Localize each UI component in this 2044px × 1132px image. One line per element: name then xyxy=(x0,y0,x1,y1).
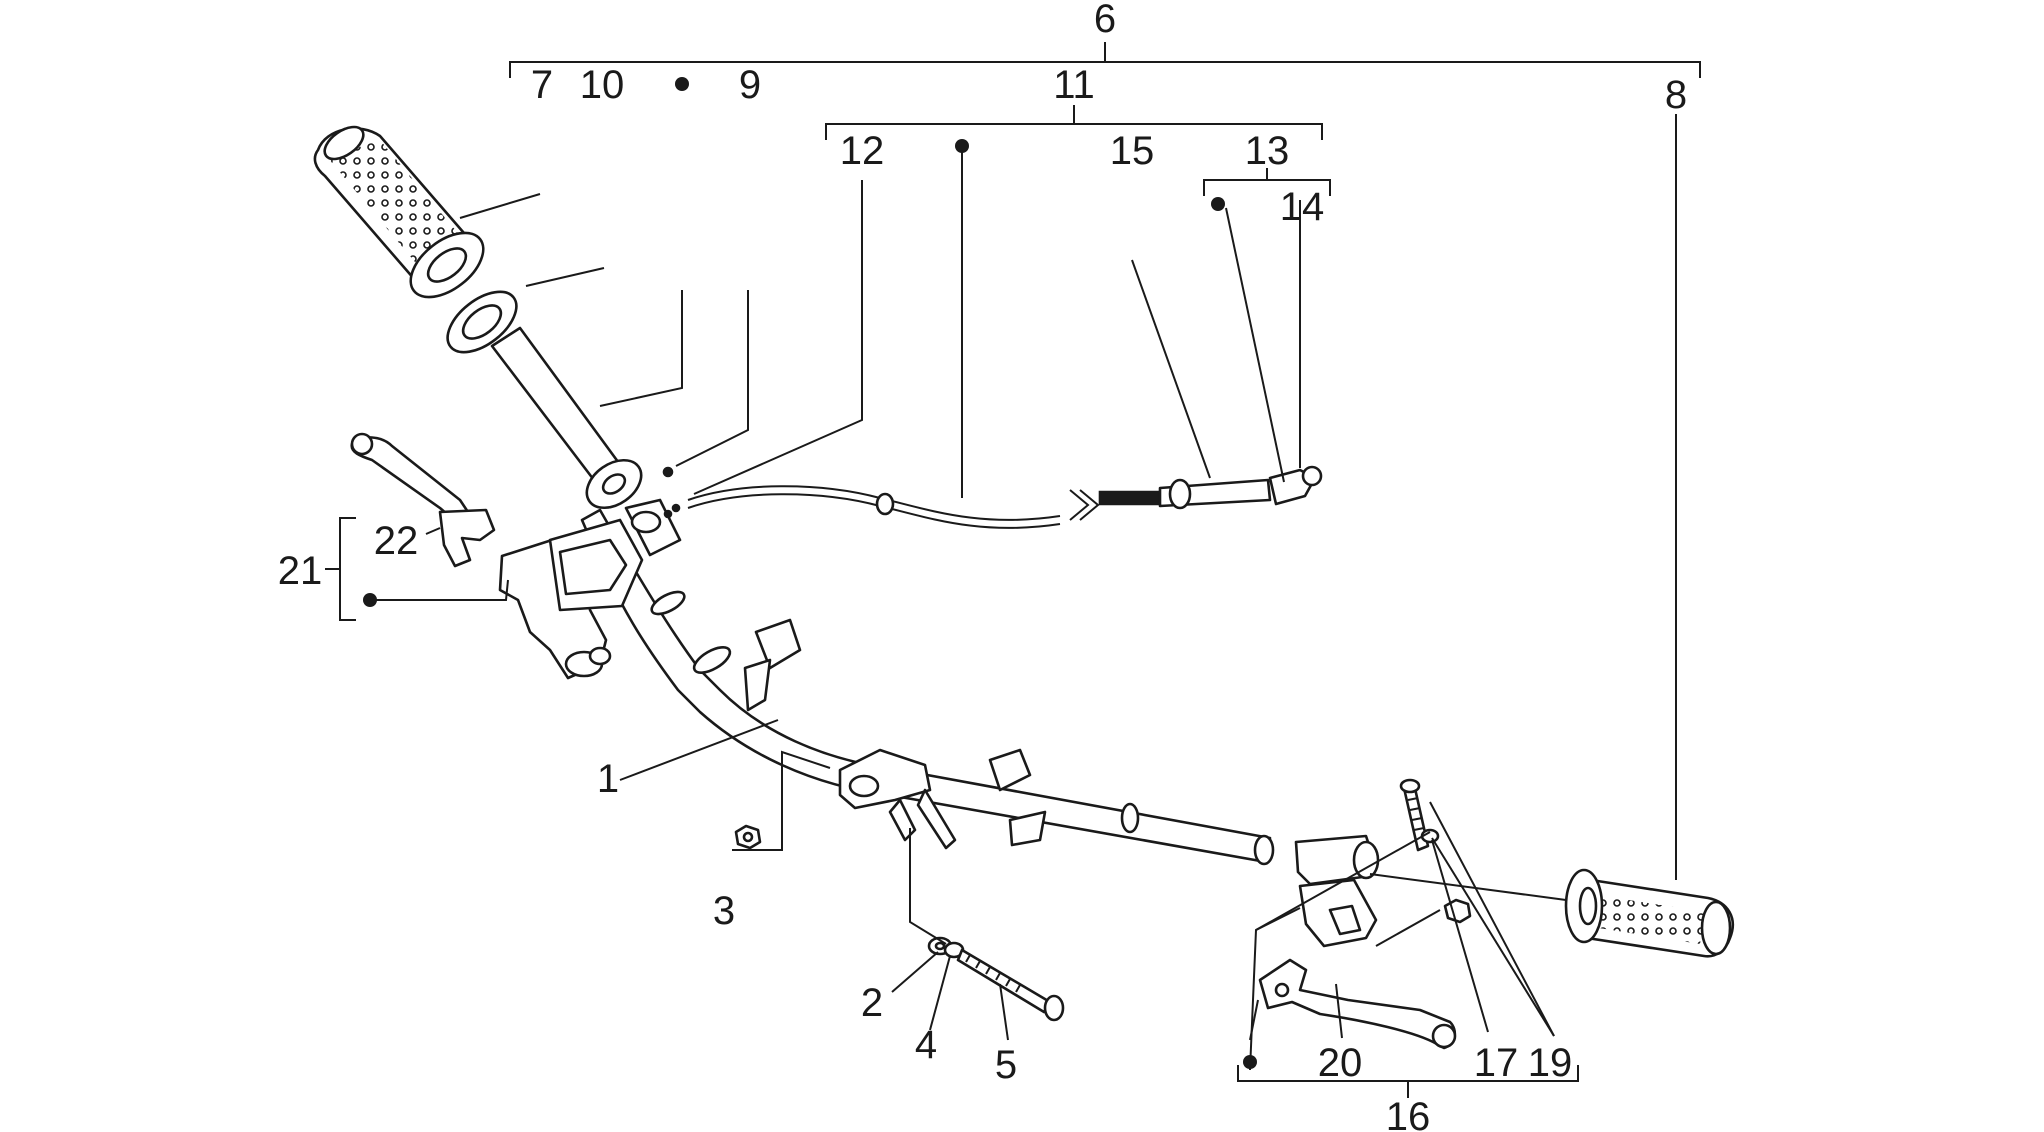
label-12: 12 xyxy=(840,129,885,173)
right-clutch-lever-assembly xyxy=(1258,778,1472,1050)
master-cylinder xyxy=(498,518,644,680)
part-labels: 6 7 10 9 11 8 12 15 13 14 22 21 1 3 2 4 … xyxy=(278,0,1687,1132)
left-brake-lever xyxy=(350,432,496,568)
label-20: 20 xyxy=(1318,1041,1363,1085)
handlebar-tube xyxy=(580,508,1275,866)
label-14: 14 xyxy=(1280,185,1325,229)
label-9: 9 xyxy=(739,63,761,107)
label-10: 10 xyxy=(580,63,625,107)
label-5: 5 xyxy=(995,1043,1017,1087)
throttle-grip-tube xyxy=(490,326,682,557)
label-22: 22 xyxy=(374,519,419,563)
right-grip xyxy=(1564,868,1735,958)
label-1: 1 xyxy=(597,757,619,801)
reference-dots xyxy=(363,77,1257,1069)
label-8: 8 xyxy=(1665,73,1687,117)
left-grip xyxy=(313,125,485,299)
label-17: 17 xyxy=(1474,1041,1519,1085)
throttle-cable xyxy=(687,465,1323,529)
washer xyxy=(446,290,518,354)
label-6: 6 xyxy=(1094,0,1116,41)
label-3: 3 xyxy=(713,889,735,933)
fasteners xyxy=(734,824,1065,1022)
label-19: 19 xyxy=(1528,1041,1573,1085)
label-15: 15 xyxy=(1110,129,1155,173)
label-7: 7 xyxy=(531,63,553,107)
label-4: 4 xyxy=(915,1023,937,1067)
label-2: 2 xyxy=(861,981,883,1025)
label-16: 16 xyxy=(1386,1095,1431,1132)
label-13: 13 xyxy=(1245,129,1290,173)
label-11: 11 xyxy=(1053,63,1095,107)
leader-lines xyxy=(370,114,1677,1071)
label-21: 21 xyxy=(278,549,323,593)
assembly-brackets xyxy=(325,42,1701,1098)
